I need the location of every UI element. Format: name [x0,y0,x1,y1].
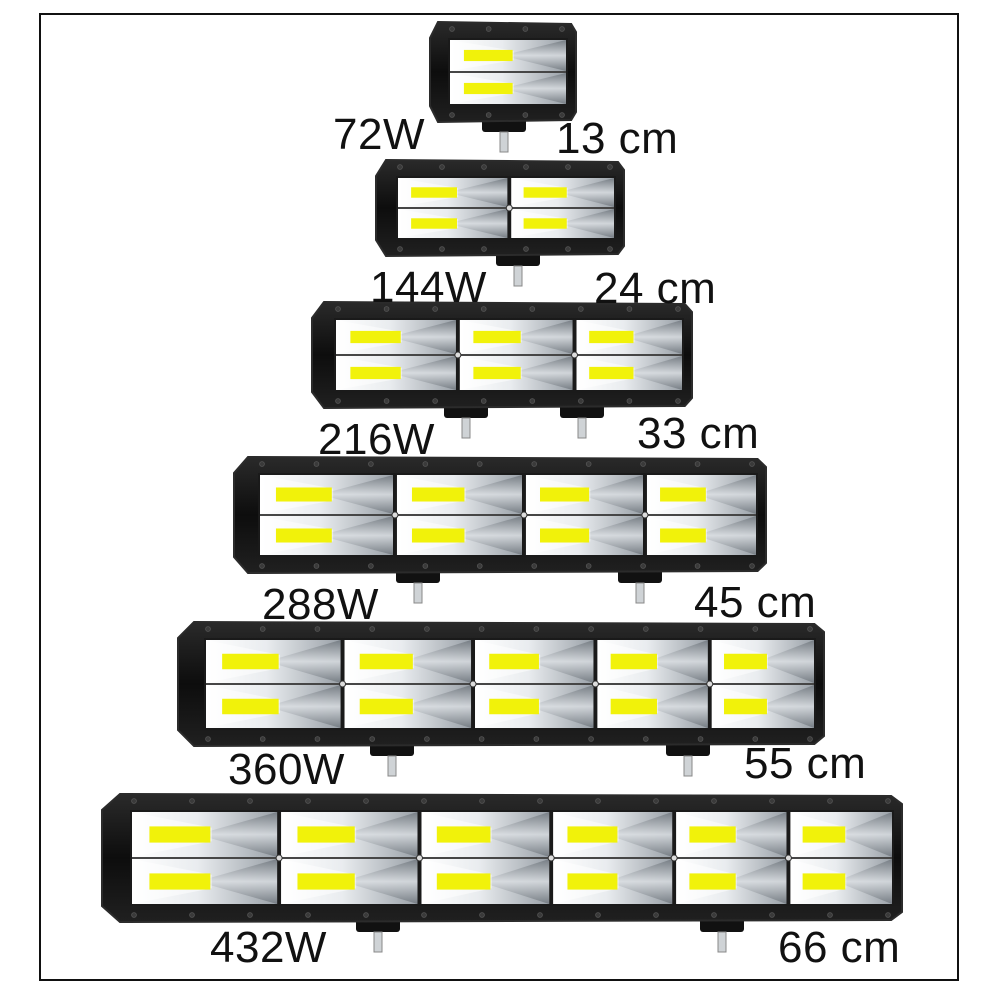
led-module [260,475,393,555]
led-module [706,640,814,728]
wattage-label-144w: 144W [370,263,487,312]
length-label-45cm: 45 cm [694,578,817,627]
light-bar-144w [375,158,625,287]
cob-led-chip [802,826,846,843]
cob-led-chip [222,653,279,670]
cob-led-chip [610,698,657,715]
cob-led-chip [411,487,465,502]
led-module [571,320,682,390]
cob-led-chip [463,82,513,95]
length-label-55cm: 55 cm [744,739,867,788]
cob-led-chip [473,366,521,380]
cob-led-chip [523,187,567,198]
wattage-label-288w: 288W [262,580,379,629]
cob-led-chip [610,653,657,670]
led-module [641,475,756,555]
mounting-bracket [700,918,744,953]
cob-led-chip [411,218,458,229]
led-module [391,475,522,555]
led-module [469,640,594,728]
cob-led-chip [567,873,618,890]
cob-led-chip [489,653,539,670]
cob-led-chip [436,826,491,843]
cob-led-chip [359,698,413,715]
led-module [275,812,418,904]
cob-led-chip [724,698,767,715]
cob-led-chip [463,49,513,62]
cob-led-chip [350,366,401,380]
cob-led-chip [411,187,458,198]
cob-led-chip [589,330,634,344]
led-module [547,812,673,904]
led-module [415,812,550,904]
led-module [784,812,892,904]
led-module [520,475,643,555]
led-module [336,320,456,390]
cob-led-chip [689,873,736,890]
length-label-33cm: 33 cm [637,409,760,458]
cob-led-chip [539,487,590,502]
cob-led-chip [567,826,618,843]
wattage-label-216w: 216W [318,415,435,464]
light-bar-216w [311,300,693,439]
light-bar-360w [177,620,825,777]
cob-led-chip [149,826,211,843]
cob-led-chip [802,873,846,890]
cob-led-chip [222,698,279,715]
cob-led-chip [297,826,355,843]
cob-led-chip [473,330,521,344]
led-module [450,40,566,104]
cob-led-chip [660,528,706,543]
cob-led-chip [350,330,401,344]
led-module [505,178,614,238]
led-module [132,812,278,904]
cob-led-chip [689,826,736,843]
cob-led-chip [489,698,539,715]
cob-led-chip [411,528,465,543]
wattage-label-432w: 432W [210,923,327,972]
cob-led-chip [149,873,211,890]
led-module [339,640,472,728]
wattage-label-72w: 72W [333,110,425,159]
mounting-bracket [396,569,440,604]
led-module [398,178,508,238]
cob-led-chip [297,873,355,890]
wattage-label-360w: 360W [228,745,345,794]
mounting-bracket [356,918,400,953]
length-label-24cm: 24 cm [594,264,717,313]
light-bar-288w [233,455,767,604]
cob-led-chip [436,873,491,890]
light-bar-72w [429,20,577,153]
cob-led-chip [589,366,634,380]
cob-led-chip [660,487,706,502]
mounting-bracket [666,742,710,777]
mounting-bracket [370,742,414,777]
cob-led-chip [359,653,413,670]
mounting-bracket [444,404,488,439]
led-module [591,640,708,728]
led-module [206,640,341,728]
cob-led-chip [724,653,767,670]
length-label-13cm: 13 cm [556,114,679,163]
mounting-bracket [618,569,662,604]
mounting-bracket [560,404,604,439]
led-module [670,812,787,904]
light-bar-432w [101,792,903,953]
mounting-bracket [496,252,540,287]
cob-led-chip [539,528,590,543]
cob-led-chip [523,218,567,229]
led-module [454,320,573,390]
mounting-bracket [482,118,526,153]
length-label-66cm: 66 cm [778,923,901,972]
cob-led-chip [275,528,332,543]
cob-led-chip [275,487,332,502]
